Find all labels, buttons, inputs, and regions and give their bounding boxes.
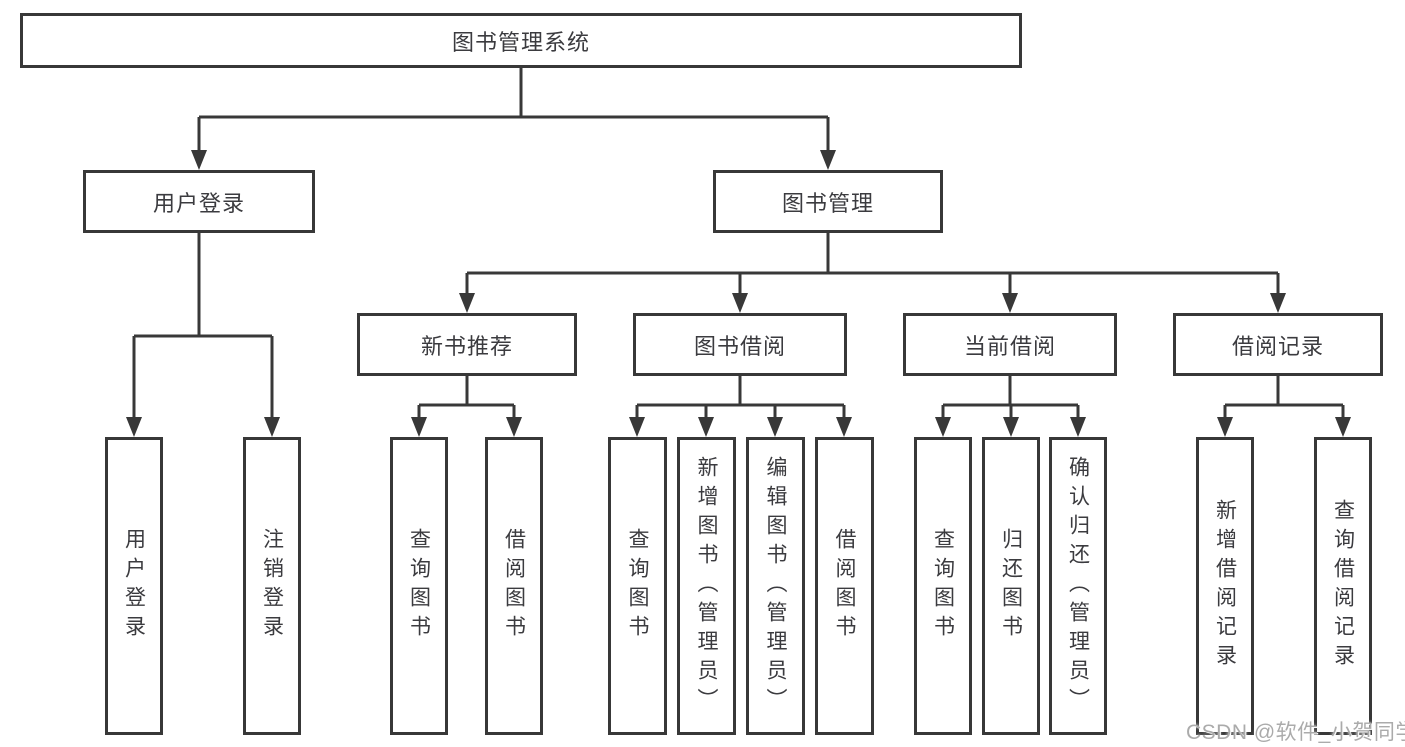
node-current-borrow: 当前借阅 xyxy=(903,313,1117,376)
arrowhead-icon xyxy=(506,417,522,437)
node-label: 用户登录 xyxy=(152,190,245,216)
arrowhead-icon xyxy=(698,417,714,437)
node-leaf-query-books-current: 查询图书 xyxy=(914,437,972,735)
node-label: 当前借阅 xyxy=(963,333,1056,359)
arrowhead-icon xyxy=(411,417,427,437)
node-label: 查询图书 xyxy=(626,528,649,644)
node-new-book-recommend: 新书推荐 xyxy=(357,313,577,376)
node-borrow-records: 借阅记录 xyxy=(1173,313,1383,376)
node-label: 新书推荐 xyxy=(420,333,513,359)
arrowhead-icon xyxy=(459,293,475,313)
node-label: 图书管理 xyxy=(781,190,874,216)
arrowhead-icon xyxy=(820,150,836,170)
arrowhead-icon xyxy=(732,293,748,313)
node-leaf-query-books-borrow: 查询图书 xyxy=(608,437,667,735)
node-leaf-query-borrow-record: 查询借阅记录 xyxy=(1314,437,1372,735)
node-book-borrow: 图书借阅 xyxy=(633,313,847,376)
arrowhead-icon xyxy=(935,417,951,437)
node-leaf-confirm-return: 确认归还（管理员） xyxy=(1049,437,1107,735)
arrowhead-icon xyxy=(1270,293,1286,313)
node-label: 查询借阅记录 xyxy=(1331,499,1355,673)
arrowhead-icon xyxy=(836,417,852,437)
watermark-text: CSDN @软件_小贺同学 xyxy=(1186,721,1405,744)
node-label: 确认归还（管理员） xyxy=(1066,455,1090,717)
node-label: 借阅图书 xyxy=(833,528,856,644)
node-root: 图书管理系统 xyxy=(20,13,1022,68)
node-label: 查询图书 xyxy=(407,528,431,644)
arrowhead-icon xyxy=(126,417,142,437)
node-label: 注销登录 xyxy=(260,528,284,644)
node-label: 借阅图书 xyxy=(502,528,526,644)
node-label: 新增借阅记录 xyxy=(1213,499,1237,673)
arrowhead-icon xyxy=(1002,293,1018,313)
arrowhead-icon xyxy=(1217,417,1233,437)
node-leaf-edit-books-admin: 编辑图书（管理员） xyxy=(746,437,805,735)
node-label: 借阅记录 xyxy=(1231,333,1324,359)
arrowhead-icon xyxy=(767,417,783,437)
arrowhead-icon xyxy=(264,417,280,437)
node-leaf-add-borrow-record: 新增借阅记录 xyxy=(1196,437,1254,735)
node-leaf-user-login: 用户登录 xyxy=(105,437,163,735)
arrowhead-icon xyxy=(191,150,207,170)
arrowhead-icon xyxy=(629,417,645,437)
node-leaf-add-books-admin: 新增图书（管理员） xyxy=(677,437,736,735)
node-label: 图书管理系统 xyxy=(451,29,590,55)
node-label: 编辑图书（管理员） xyxy=(764,455,787,717)
node-leaf-borrow-books-rec: 借阅图书 xyxy=(485,437,543,735)
node-label: 用户登录 xyxy=(122,528,146,644)
arrowhead-icon xyxy=(1070,417,1086,437)
node-label: 归还图书 xyxy=(999,528,1023,644)
arrowhead-icon xyxy=(1335,417,1351,437)
node-leaf-logout: 注销登录 xyxy=(243,437,301,735)
node-label: 图书借阅 xyxy=(693,333,786,359)
node-user-login: 用户登录 xyxy=(83,170,315,233)
node-leaf-borrow-books-2: 借阅图书 xyxy=(815,437,874,735)
node-leaf-query-books-rec: 查询图书 xyxy=(390,437,448,735)
arrowhead-icon xyxy=(1003,417,1019,437)
node-label: 查询图书 xyxy=(931,528,955,644)
node-label: 新增图书（管理员） xyxy=(695,455,718,717)
node-leaf-return-books: 归还图书 xyxy=(982,437,1040,735)
node-book-management: 图书管理 xyxy=(713,170,943,233)
